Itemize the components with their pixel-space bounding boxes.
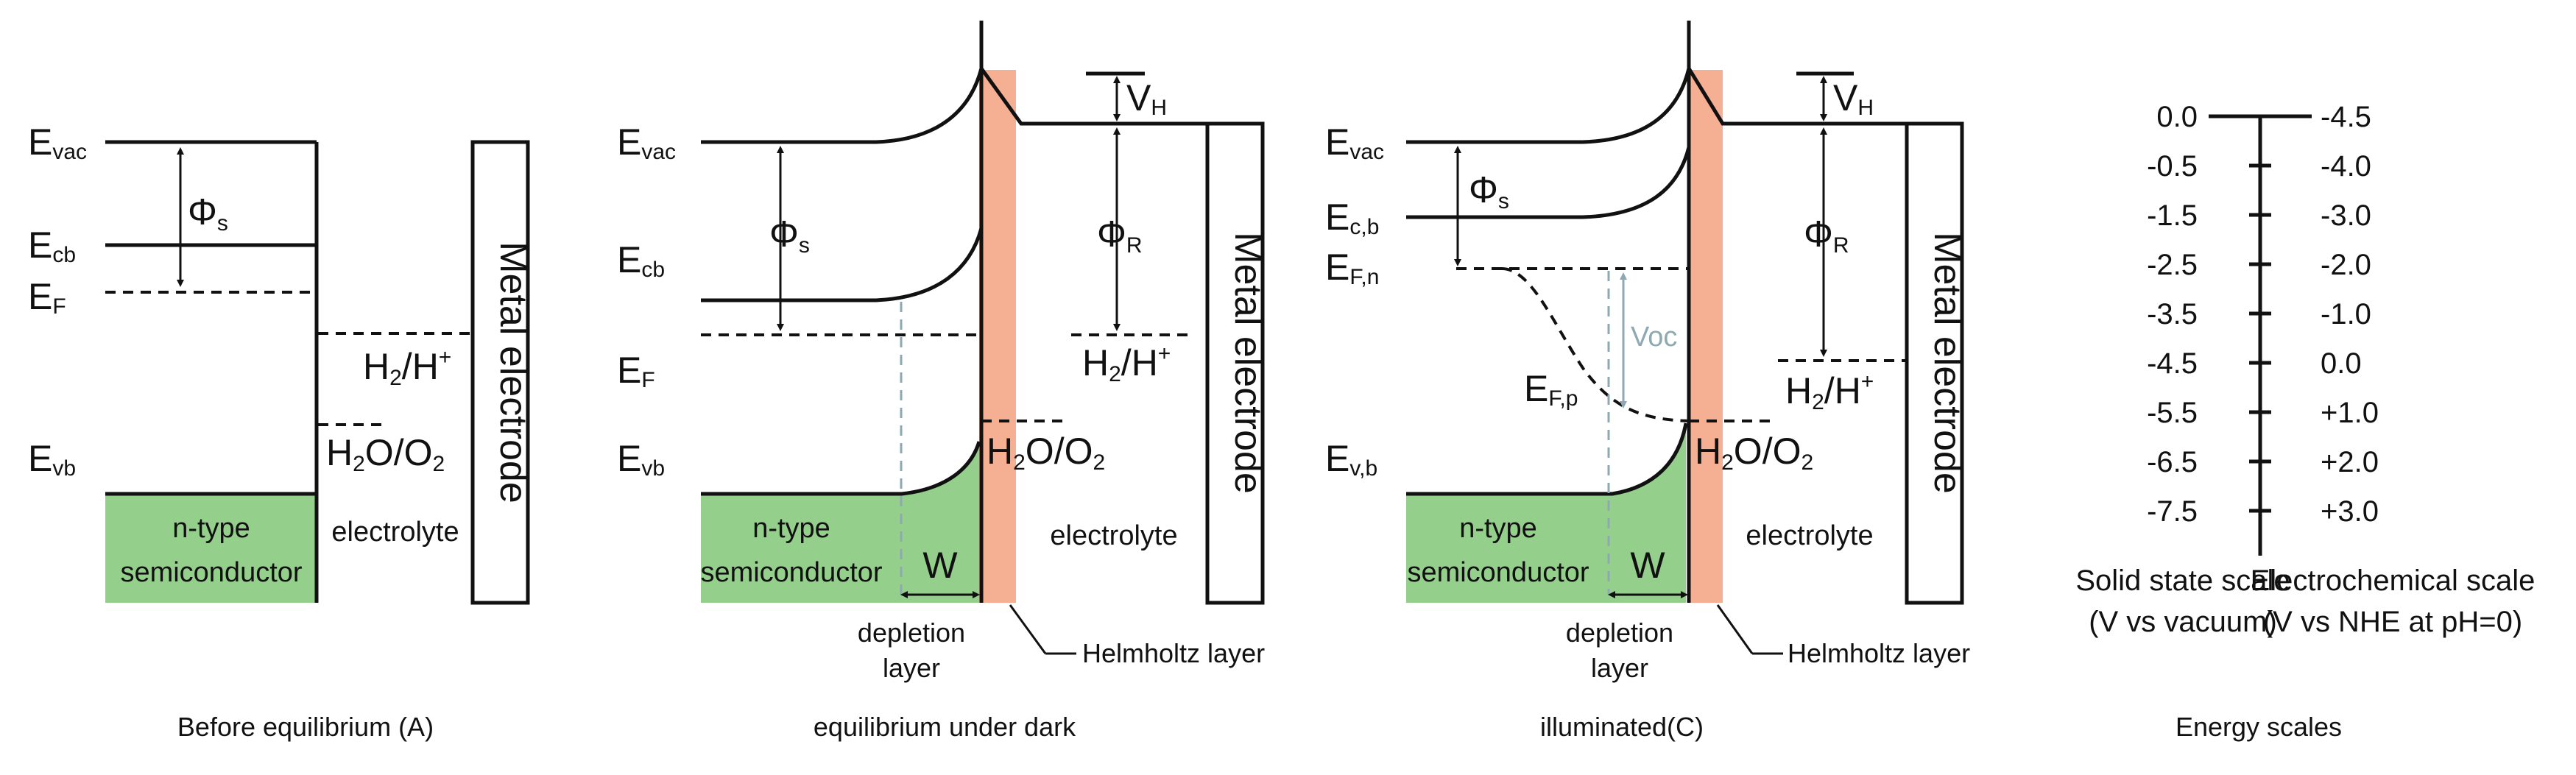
semiconductor-label-line1: n-type xyxy=(1459,513,1537,544)
valence-band-curve xyxy=(1406,422,1688,496)
helmholtz-layer-band xyxy=(979,70,1016,603)
vacuum-level-curve xyxy=(1406,63,1907,144)
e-f-label: EF xyxy=(28,276,66,319)
valence-band-curve xyxy=(701,441,981,496)
metal-electrode-label: Metal electrode xyxy=(1227,232,1269,494)
depletion-layer-label-line2: layer xyxy=(1591,653,1648,683)
phi-s-label: Φs xyxy=(188,191,228,236)
electrochemical-scale-tick-label: -2.0 xyxy=(2321,249,2371,281)
semiconductor-depletion-region xyxy=(1406,423,1686,603)
semiconductor-depletion-region xyxy=(701,442,979,603)
e-cb-label: Ecb xyxy=(28,224,76,267)
metal-electrode-label: Metal electrode xyxy=(1926,232,1969,494)
electrochemical-scale-tick-label: +3.0 xyxy=(2321,495,2379,528)
panel-a-before-equilibrium: Evac Ecb EF Evb Φs H2/H+ H2O/O2 n-type s… xyxy=(28,121,534,742)
h2o-o2-label: H2O/O2 xyxy=(326,432,445,476)
e-vac-label: Evac xyxy=(1325,121,1384,164)
electrochemical-scale-tick-label: +1.0 xyxy=(2321,397,2379,429)
phi-s-label: Φs xyxy=(1469,169,1509,213)
semiconductor-label-line2: semiconductor xyxy=(120,557,302,588)
e-cb-label: Ec,b xyxy=(1325,197,1379,239)
helmholtz-pointer-line xyxy=(1716,604,1754,654)
electrochemical-scale-tick-label: -4.0 xyxy=(2321,150,2371,183)
h2-h-plus-label: H2/H+ xyxy=(363,345,451,390)
electrolyte-label: electrolyte xyxy=(1746,520,1873,551)
panel-d-energy-scales: 0.0 -4.5 -0.5 -4.0 -1.5 -3.0 -2.5 -2.0 -3.5 -1.0 -… xyxy=(2075,101,2535,742)
electrochemical-scale-tick-label: -3.0 xyxy=(2321,199,2371,232)
e-fn-label: EF,n xyxy=(1325,247,1379,289)
semiconductor-label-line1: n-type xyxy=(752,513,830,544)
electrochemical-scale-tick-label: 0.0 xyxy=(2321,347,2362,380)
solid-scale-tick-label: -3.5 xyxy=(2147,298,2198,330)
solid-scale-tick-label: -2.5 xyxy=(2147,249,2198,281)
phi-r-label: ΦR xyxy=(1097,213,1143,258)
metal-electrode-box xyxy=(470,140,530,605)
helmholtz-pointer-line xyxy=(1009,604,1047,654)
helmholtz-layer-label: Helmholtz layer xyxy=(1082,638,1265,668)
depletion-layer-label-line1: depletion xyxy=(1566,617,1673,648)
h2-h-plus-label: H2/H+ xyxy=(1082,342,1171,386)
solid-scale-tick-label: -1.5 xyxy=(2147,199,2198,232)
solid-scale-tick-label: -0.5 xyxy=(2147,150,2198,183)
e-vac-label: Evac xyxy=(28,121,87,164)
h2-h-plus-label: H2/H+ xyxy=(1785,369,1874,414)
electrochemical-scale-tick-label: -4.5 xyxy=(2321,101,2371,133)
depletion-width-w-label: W xyxy=(1630,545,1665,586)
e-vb-label: Evb xyxy=(28,438,76,481)
panel-b-equilibrium-dark: Evac Ecb EF Evb Φs ΦR VH H2/H+ H2O/O2 n-… xyxy=(617,21,1269,742)
semiconductor-label-line2: semiconductor xyxy=(700,557,882,588)
solid-scale-label-line2: (V vs vacuum) xyxy=(2089,606,2277,638)
vh-label: VH xyxy=(1833,77,1874,120)
n-type-semiconductor-region xyxy=(105,494,317,603)
helmholtz-layer-band xyxy=(1687,70,1723,603)
metal-electrode-box xyxy=(1905,121,1964,605)
e-fp-label: EF,p xyxy=(1524,368,1578,411)
electrochemical-scale-label-line1: Electrochemical scale xyxy=(2251,565,2536,597)
phi-r-label: ΦR xyxy=(1804,213,1849,258)
electrochemical-scale-label-line2: (V vs NHE at pH=0) xyxy=(2263,606,2522,638)
solid-scale-tick-label: 0.0 xyxy=(2156,101,2198,133)
e-vb-label: Evb xyxy=(617,438,665,481)
conduction-band-curve xyxy=(701,227,984,302)
electrolyte-label: electrolyte xyxy=(331,517,459,548)
vacuum-level-curve xyxy=(701,64,1207,144)
quasi-fermi-p-curve xyxy=(1501,267,1690,422)
semiconductor-label-line2: semiconductor xyxy=(1407,557,1589,588)
panel-c-illuminated: Evac Ec,b EF,n EF,p Ev,b Φs ΦR VH Voc H2… xyxy=(1325,21,1970,742)
electrochemical-scale-tick-label: +2.0 xyxy=(2321,446,2379,478)
panel-d-caption: Energy scales xyxy=(2176,712,2342,742)
solid-scale-tick-label: -6.5 xyxy=(2147,446,2198,478)
e-f-label: EF xyxy=(617,350,655,392)
metal-electrode-box xyxy=(1205,121,1265,605)
depletion-width-w-label: W xyxy=(922,545,958,586)
metal-electrode-label: Metal electrode xyxy=(492,241,534,503)
depletion-layer-label-line2: layer xyxy=(883,653,940,683)
vh-label: VH xyxy=(1126,77,1167,120)
panel-b-caption: equilibrium under dark xyxy=(814,712,1076,742)
semiconductor-label-line1: n-type xyxy=(172,513,250,544)
solid-scale-tick-label: -4.5 xyxy=(2147,347,2198,380)
voc-label: Voc xyxy=(1631,322,1677,353)
solid-scale-label-line1: Solid state scale xyxy=(2075,565,2290,597)
e-vb-label: Ev,b xyxy=(1325,438,1377,481)
helmholtz-layer-label: Helmholtz layer xyxy=(1788,638,1970,668)
h2o-o2-label: H2O/O2 xyxy=(987,431,1105,475)
solid-scale-tick-label: -7.5 xyxy=(2147,495,2198,528)
panel-a-caption: Before equilibrium (A) xyxy=(177,712,434,742)
electrolyte-label: electrolyte xyxy=(1050,520,1177,551)
conduction-band-curve xyxy=(1406,146,1691,219)
h2o-o2-label: H2O/O2 xyxy=(1695,431,1813,475)
solid-scale-tick-label: -5.5 xyxy=(2147,397,2198,429)
panel-c-caption: illuminated(C) xyxy=(1540,712,1704,742)
phi-s-label: Φs xyxy=(769,213,810,258)
e-cb-label: Ecb xyxy=(617,239,665,282)
electrochemical-scale-tick-label: -1.0 xyxy=(2321,298,2371,330)
depletion-layer-label-line1: depletion xyxy=(858,617,965,648)
e-vac-label: Evac xyxy=(617,121,676,164)
